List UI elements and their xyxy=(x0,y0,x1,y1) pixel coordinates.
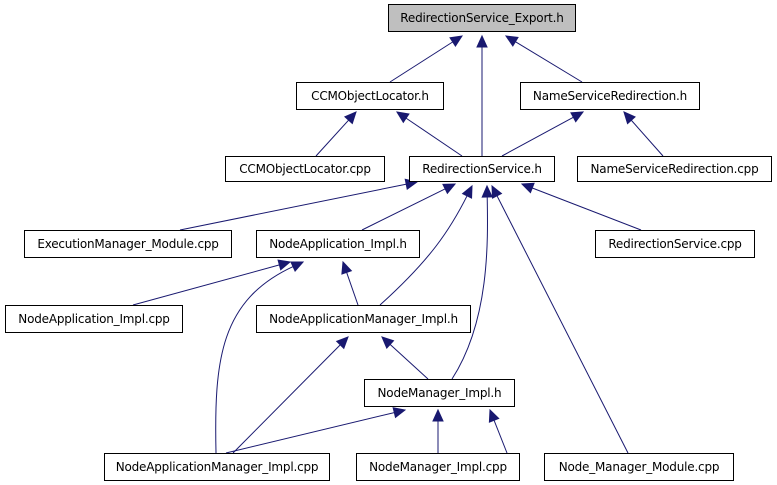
edge-line xyxy=(225,411,396,454)
edge-line xyxy=(496,194,629,454)
edge-nm_impl_h-to-rs_h xyxy=(451,184,493,380)
edge-nam_impl_cpp-to-nam_impl_h xyxy=(232,336,349,454)
arrowhead xyxy=(570,111,585,123)
edge-nam_impl_h-to-rs_h xyxy=(379,184,473,306)
arrowhead xyxy=(488,408,500,423)
node-label: NodeApplication_Impl.h xyxy=(269,237,407,251)
node-em-mod-cpp[interactable]: ExecutionManager_Module.cpp xyxy=(24,230,232,258)
edge-line xyxy=(389,40,454,83)
arrowhead xyxy=(335,336,349,350)
edge-line xyxy=(531,187,642,231)
edge-nam_impl_cpp-to-nm_impl_h xyxy=(225,407,407,454)
edge-line xyxy=(179,183,408,231)
node-nsr-cpp[interactable]: NameServiceRedirection.cpp xyxy=(577,156,772,182)
edge-nam_impl_h-to-na_impl_h xyxy=(341,260,359,306)
arrowhead xyxy=(461,184,473,199)
node-label: NodeManager_Impl.h xyxy=(377,386,502,400)
edge-line xyxy=(361,187,447,231)
edge-line xyxy=(451,195,488,380)
edge-ccmol_h-to-export_h xyxy=(389,35,464,83)
edge-nam_impl_cpp-to-na_impl_h xyxy=(215,261,305,454)
edge-line xyxy=(501,116,575,157)
arrowhead xyxy=(341,260,353,275)
edge-line xyxy=(630,119,664,157)
edge-em_mod_cpp-to-rs_h xyxy=(179,178,419,231)
edge-line xyxy=(132,264,281,306)
edge-line xyxy=(232,343,342,454)
node-nam-impl-h[interactable]: NodeApplicationManager_Impl.h xyxy=(256,305,471,333)
arrowhead xyxy=(343,111,357,125)
node-label: RedirectionService_Export.h xyxy=(400,11,564,25)
edge-na_impl_h-to-rs_h xyxy=(361,183,457,231)
edge-rs_h-to-ccmol_h xyxy=(395,111,463,157)
node-nm-mod-cpp[interactable]: Node_Manager_Module.cpp xyxy=(544,453,734,481)
arrowhead xyxy=(449,35,464,48)
arrowhead xyxy=(491,184,503,199)
edge-line xyxy=(405,117,463,157)
node-ccmol-cpp[interactable]: CCMObjectLocator.cpp xyxy=(225,156,385,182)
edge-ccmol_cpp-to-ccmol_h xyxy=(315,111,357,157)
edge-line xyxy=(493,419,508,454)
edge-line xyxy=(315,119,350,157)
edge-line xyxy=(215,265,295,454)
node-na-impl-cpp[interactable]: NodeApplication_Impl.cpp xyxy=(5,305,183,333)
arrowhead xyxy=(395,111,410,124)
arrowhead xyxy=(481,184,493,198)
edge-rs_cpp-to-rs_h xyxy=(520,182,642,231)
arrowhead xyxy=(623,111,636,125)
node-label: RedirectionService.h xyxy=(422,162,542,176)
node-nm-impl-cpp[interactable]: NodeManager_Impl.cpp xyxy=(356,453,520,481)
node-label: NodeApplication_Impl.cpp xyxy=(18,312,170,326)
edge-nm_mod_cpp-to-rs_h xyxy=(491,184,629,454)
node-nm-impl-h[interactable]: NodeManager_Impl.h xyxy=(364,379,515,407)
node-nam-impl-cpp[interactable]: NodeApplicationManager_Impl.cpp xyxy=(104,453,330,481)
arrowhead xyxy=(520,182,535,194)
node-label: NameServiceRedirection.cpp xyxy=(590,162,759,176)
edge-rs_h-to-nsr_h xyxy=(501,111,585,157)
arrowhead xyxy=(392,407,407,419)
node-export-h[interactable]: RedirectionService_Export.h xyxy=(388,4,576,32)
node-na-impl-h[interactable]: NodeApplication_Impl.h xyxy=(256,230,420,258)
node-rs-h[interactable]: RedirectionService.h xyxy=(409,156,555,182)
node-label: RedirectionService.cpp xyxy=(608,237,742,251)
edge-nsr_h-to-export_h xyxy=(504,35,583,83)
edge-nm_impl_cpp-to-nm_impl_h xyxy=(432,408,444,453)
node-label: Node_Manager_Module.cpp xyxy=(558,460,720,474)
node-label: ExecutionManager_Module.cpp xyxy=(37,237,219,251)
arrowhead xyxy=(277,259,292,271)
arrowhead xyxy=(476,34,488,48)
edge-nm_mod_cpp-to-nm_impl_h xyxy=(488,408,508,454)
edge-line xyxy=(345,271,359,306)
node-label: NameServiceRedirection.h xyxy=(532,89,688,103)
edge-na_impl_cpp-to-na_impl_h xyxy=(132,259,292,306)
edge-line xyxy=(389,343,429,380)
node-label: NodeManager_Impl.cpp xyxy=(369,460,507,474)
edge-line xyxy=(514,40,583,83)
edge-nm_impl_h-to-nam_impl_h xyxy=(381,336,429,380)
edge-line xyxy=(379,194,468,306)
node-label: NodeApplicationManager_Impl.cpp xyxy=(115,460,319,474)
arrowhead xyxy=(432,408,444,422)
node-label: CCMObjectLocator.cpp xyxy=(239,162,371,176)
edge-rs_h-to-export_h xyxy=(476,34,488,156)
edge-nsr_cpp-to-nsr_h xyxy=(623,111,664,157)
arrowhead xyxy=(504,35,519,47)
node-label: NodeApplicationManager_Impl.h xyxy=(269,312,458,326)
node-ccmol-h[interactable]: CCMObjectLocator.h xyxy=(296,82,444,110)
node-label: CCMObjectLocator.h xyxy=(311,89,429,103)
arrowhead xyxy=(442,183,457,195)
node-rs-cpp[interactable]: RedirectionService.cpp xyxy=(595,230,755,258)
arrowhead xyxy=(290,261,305,273)
arrowhead xyxy=(381,336,395,350)
node-nsr-h[interactable]: NameServiceRedirection.h xyxy=(520,82,700,110)
